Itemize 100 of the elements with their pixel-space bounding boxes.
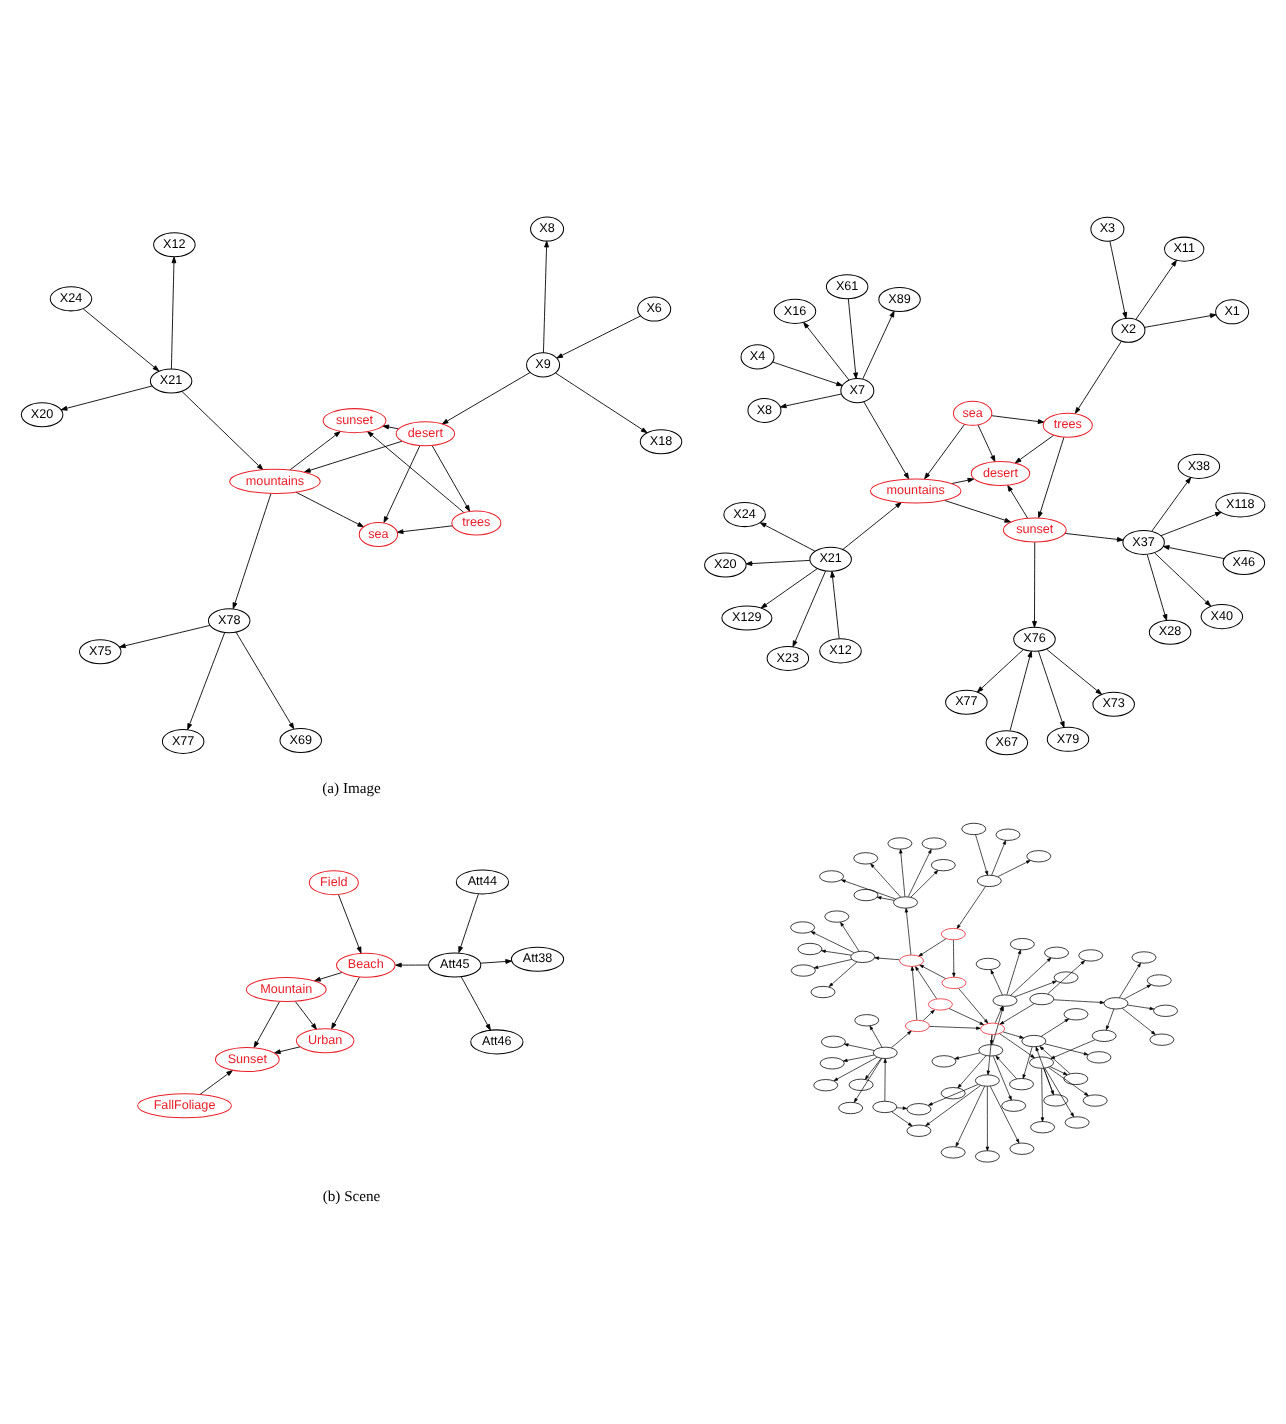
arrow: [957, 1054, 987, 1088]
node-ellipse: [1149, 1032, 1175, 1045]
node-ellipse: [921, 836, 947, 849]
arrow: [1014, 433, 1055, 463]
arrow: [331, 975, 360, 1029]
node-ellipse: [872, 1099, 898, 1112]
arrow: [864, 1057, 882, 1079]
arrow: [295, 490, 364, 527]
arrow: [1040, 1067, 1045, 1121]
arrow: [1007, 484, 1028, 518]
node-ellipse: [1001, 1098, 1027, 1111]
arrow: [891, 1110, 913, 1126]
arrow: [1046, 647, 1102, 694]
arrow: [944, 498, 1012, 522]
arrow: [1044, 1066, 1075, 1117]
node-ellipse: [853, 851, 879, 864]
arrow: [976, 648, 1024, 692]
arrow: [991, 414, 1045, 423]
arrow: [1106, 1007, 1115, 1030]
arrow: [759, 521, 816, 551]
arrow: [922, 1008, 935, 1020]
arrow: [396, 524, 454, 534]
arrow: [803, 320, 850, 380]
arrow: [760, 567, 818, 608]
arrow: [1162, 544, 1225, 558]
arrow: [82, 307, 160, 371]
arrow: [232, 492, 272, 609]
arrow: [870, 862, 901, 897]
arrow: [1123, 983, 1152, 999]
node-ellipse: [975, 956, 1001, 970]
arrow: [853, 1057, 883, 1102]
node-ellipse: [930, 858, 956, 871]
node-ellipse: [819, 1056, 845, 1069]
arrow: [904, 906, 912, 955]
arrow: [274, 1045, 301, 1054]
arrow: [844, 1042, 875, 1050]
node-ellipse: [940, 1086, 966, 1099]
node-ellipse: [1009, 937, 1035, 950]
arrow: [543, 239, 549, 353]
arrow: [841, 878, 897, 899]
node-ellipse: [824, 909, 850, 922]
node-ellipse: [975, 1149, 1000, 1162]
node-ellipse: [1030, 1120, 1055, 1133]
node-ellipse: [978, 1043, 1004, 1056]
node-ellipse: [893, 895, 918, 908]
arrow: [883, 1057, 887, 1101]
arrow: [919, 963, 947, 978]
arrow: [833, 1056, 878, 1081]
arrow: [1109, 239, 1128, 318]
node-ellipse: [941, 975, 967, 988]
arrow: [1074, 340, 1122, 413]
arrow: [924, 423, 965, 479]
arrow: [480, 958, 512, 963]
arrow: [555, 371, 648, 433]
node-ellipse: [940, 1145, 966, 1158]
node-ellipse: [1086, 1050, 1112, 1063]
arrow: [842, 501, 902, 549]
node-ellipse: [995, 827, 1021, 840]
arrow: [989, 1085, 1020, 1143]
arrow: [863, 400, 910, 479]
node-ellipse: [1044, 945, 1069, 958]
arrow: [181, 389, 264, 470]
arrow: [986, 1033, 993, 1075]
node-ellipse: [940, 927, 966, 940]
arrow: [1038, 435, 1065, 518]
arrow: [1064, 532, 1124, 541]
node-ellipse: [1103, 996, 1129, 1009]
arrow: [910, 869, 939, 897]
arrow: [304, 439, 403, 472]
arrow: [383, 444, 421, 522]
arrow: [337, 893, 362, 953]
arrow: [1154, 551, 1212, 606]
arrow: [910, 965, 918, 1020]
arrow: [977, 423, 996, 462]
node-ellipse: [797, 941, 823, 955]
node-ellipse: [887, 836, 913, 849]
node-ellipse: [976, 873, 1002, 886]
node-ellipse: [928, 997, 953, 1010]
arrow: [869, 1024, 883, 1047]
arrow: [1127, 1003, 1155, 1010]
arrow: [1002, 1030, 1024, 1038]
arrow: [294, 999, 317, 1029]
arrow: [1144, 312, 1217, 327]
arrow: [1014, 979, 1057, 997]
arrow: [1009, 649, 1033, 730]
arrow: [989, 1033, 994, 1044]
arrow: [367, 430, 465, 512]
arrow: [1135, 258, 1177, 319]
arrow: [1053, 998, 1105, 1004]
node-ellipse: [1043, 1093, 1069, 1106]
node-ellipse: [838, 1100, 863, 1114]
node-ellipse: [854, 1013, 880, 1026]
arrow: [460, 975, 491, 1030]
node-ellipse: [1153, 1003, 1178, 1016]
node-ellipse: [1009, 1141, 1035, 1154]
arrow: [314, 971, 343, 981]
arrow: [874, 955, 900, 960]
node-ellipse: [974, 1073, 1000, 1086]
node-ellipse: [1009, 1077, 1034, 1090]
arrow: [1040, 1017, 1070, 1036]
